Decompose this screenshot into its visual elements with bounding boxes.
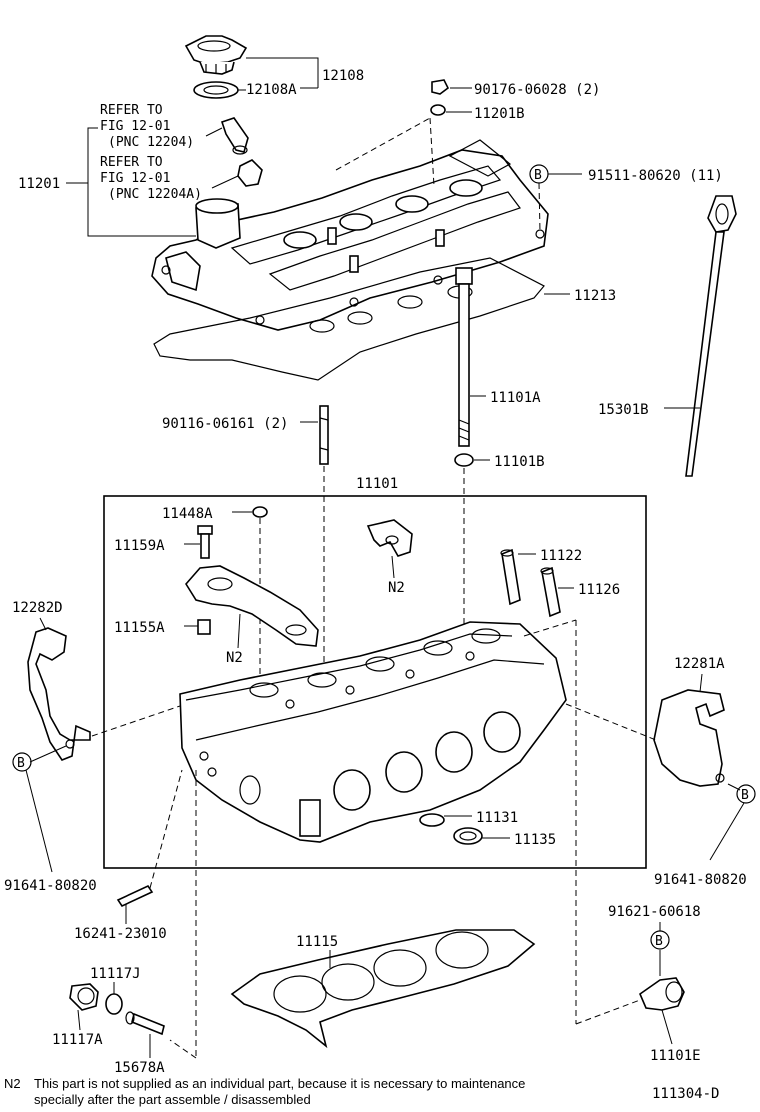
- label-11201B[interactable]: 11201B: [474, 106, 525, 122]
- label-11201[interactable]: 11201: [18, 176, 60, 192]
- pcv-valve-part[interactable]: [220, 117, 249, 155]
- label-11159A[interactable]: 11159A: [114, 538, 165, 554]
- callout-b-right: B: [736, 784, 756, 804]
- dowel-11155A[interactable]: [197, 619, 211, 635]
- label-91641-right[interactable]: 91641-80820: [654, 872, 747, 888]
- head-bolt-11101A[interactable]: [455, 267, 473, 447]
- bracket-12281A[interactable]: [653, 689, 725, 787]
- seal-11131[interactable]: [419, 813, 445, 827]
- plug-11117A[interactable]: [69, 983, 99, 1011]
- nut-90176[interactable]: [431, 79, 450, 95]
- gasket-11117J[interactable]: [105, 993, 123, 1015]
- stud-90116[interactable]: [319, 405, 329, 465]
- footnote-line2: specially after the part assemble / disa…: [34, 1092, 311, 1107]
- footnote: N2 This part is not supplied as an indivi…: [4, 1076, 654, 1108]
- label-15678A[interactable]: 15678A: [114, 1060, 165, 1076]
- label-11122[interactable]: 11122: [540, 548, 582, 564]
- label-90116[interactable]: 90116-06161 (2): [162, 416, 288, 432]
- washer-11101B[interactable]: [454, 453, 474, 467]
- label-91621[interactable]: 91621-60618: [608, 904, 701, 920]
- refer-note-1-line2: FIG 12-01: [100, 119, 170, 134]
- bracket-12282D[interactable]: [27, 627, 91, 761]
- label-16241[interactable]: 16241-23010: [74, 926, 167, 942]
- refer-note-1-line1: REFER TO: [100, 103, 163, 118]
- footnote-line1: This part is not supplied as an individu…: [34, 1076, 526, 1091]
- label-12282D[interactable]: 12282D: [12, 600, 63, 616]
- label-11131[interactable]: 11131: [476, 810, 518, 826]
- label-11135[interactable]: 11135: [514, 832, 556, 848]
- head-gasket-11115[interactable]: [230, 929, 536, 1049]
- label-11115[interactable]: 11115: [296, 934, 338, 950]
- label-11101B[interactable]: 11101B: [494, 454, 545, 470]
- washer-11201B[interactable]: [430, 104, 446, 116]
- n2-tag-left: N2: [226, 650, 243, 666]
- oil-filler-cap-12108[interactable]: [184, 35, 248, 75]
- callout-b-sensor: B: [650, 930, 670, 950]
- label-12281A[interactable]: 12281A: [674, 656, 725, 672]
- svg-text:B: B: [741, 788, 749, 803]
- pcv-grommet-part[interactable]: [237, 159, 263, 187]
- cylinder-head-cover-11201[interactable]: [151, 139, 549, 331]
- label-12108A[interactable]: 12108A: [246, 82, 297, 98]
- label-90176[interactable]: 90176-06028 (2): [474, 82, 600, 98]
- label-11117J[interactable]: 11117J: [90, 966, 141, 982]
- callout-b-left: B: [12, 752, 32, 772]
- gasket-12108A[interactable]: [193, 81, 239, 99]
- label-12108[interactable]: 12108: [322, 68, 364, 84]
- callout-b-91511: B: [529, 164, 549, 184]
- cover-gasket-11213[interactable]: [153, 257, 545, 381]
- union-15678A[interactable]: [125, 1011, 165, 1036]
- valve-guide-11122[interactable]: [500, 548, 521, 606]
- label-91641-left[interactable]: 91641-80820: [4, 878, 97, 894]
- label-11448A[interactable]: 11448A: [162, 506, 213, 522]
- label-91511[interactable]: 91511-80620 (11): [588, 168, 723, 184]
- label-11117A[interactable]: 11117A: [52, 1032, 103, 1048]
- figure-number: 111304-D: [652, 1086, 720, 1102]
- refer-note-1-line3: (PNC 12204): [108, 135, 194, 150]
- cylinder-head-box-11101: [103, 495, 647, 869]
- stud-16241[interactable]: [116, 884, 154, 908]
- svg-text:B: B: [534, 168, 542, 183]
- seal-11135[interactable]: [453, 827, 483, 845]
- dipstick-15301B[interactable]: [685, 195, 737, 477]
- label-11126[interactable]: 11126: [578, 582, 620, 598]
- footnote-key: N2: [4, 1076, 21, 1091]
- label-11101[interactable]: 11101: [356, 476, 398, 492]
- svg-text:B: B: [655, 934, 663, 949]
- label-11101E[interactable]: 11101E: [650, 1048, 701, 1064]
- bearing-cap-n2-center[interactable]: [366, 519, 413, 557]
- label-11155A[interactable]: 11155A: [114, 620, 165, 636]
- bearing-cap-assembly-n2[interactable]: [185, 565, 319, 647]
- refer-note-2-line3: (PNC 12204A): [108, 187, 202, 202]
- label-15301B[interactable]: 15301B: [598, 402, 649, 418]
- n2-tag-center: N2: [388, 580, 405, 596]
- valve-guide-11126[interactable]: [540, 566, 561, 618]
- label-11213[interactable]: 11213: [574, 288, 616, 304]
- bolt-11159A[interactable]: [197, 525, 213, 559]
- label-11101A[interactable]: 11101A: [490, 390, 541, 406]
- sensor-11101E[interactable]: [639, 977, 685, 1011]
- refer-note-2-line2: FIG 12-01: [100, 171, 170, 186]
- svg-text:B: B: [17, 756, 25, 771]
- refer-note-2-line1: REFER TO: [100, 155, 163, 170]
- plug-11448A[interactable]: [252, 506, 268, 518]
- cylinder-head[interactable]: [179, 621, 567, 843]
